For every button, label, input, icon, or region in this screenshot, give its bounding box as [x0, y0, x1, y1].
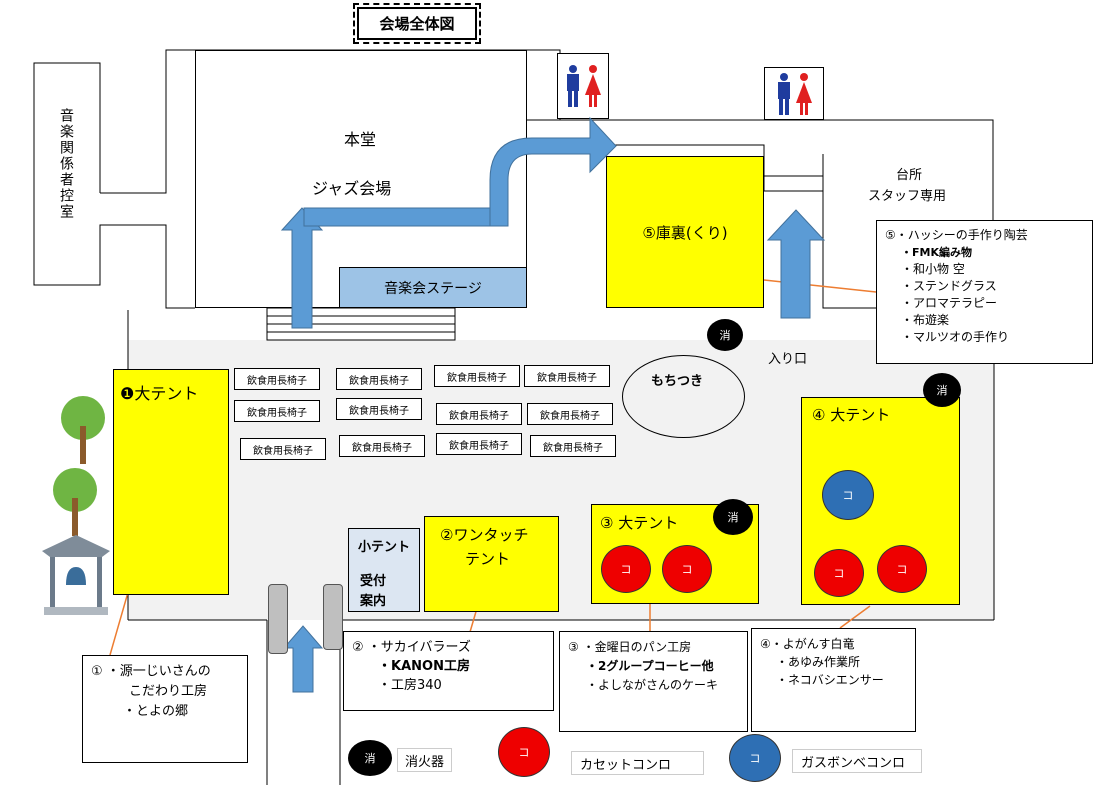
- legend-cassette-icon: コ: [498, 727, 550, 777]
- list-item: ・アロマテラピー: [901, 296, 998, 310]
- bench-chair: 飲食用長椅子: [524, 365, 610, 387]
- small-tent: [348, 528, 420, 612]
- mochi-label: もちつき: [651, 374, 704, 389]
- bench-chair: 飲食用長椅子: [336, 398, 422, 420]
- bench-chair: 飲食用長椅子: [234, 368, 320, 390]
- list-item: ・よしながさんのケーキ: [586, 678, 719, 692]
- restroom-icon: [764, 67, 824, 120]
- tree-icon: [53, 468, 97, 536]
- kitchen-label-1: 台所: [896, 168, 923, 183]
- tent-1-label: ❶大テント: [120, 384, 199, 403]
- kitchen-label-2: スタッフ専用: [868, 189, 947, 204]
- list-item: ・あゆみ作業所: [776, 655, 861, 669]
- small-tent-label-3: 案内: [360, 594, 387, 609]
- bench-chair: 飲食用長椅子: [240, 438, 326, 460]
- cassette-stove-icon: コ: [662, 545, 712, 593]
- restroom-icon: [557, 53, 609, 119]
- list-item: こだわり工房: [129, 684, 208, 699]
- cassette-stove-icon: コ: [601, 545, 651, 593]
- list-4: ④・よがんす白竜 ・あゆみ作業所 ・ネコバシエンサー: [751, 628, 916, 732]
- gas-stove-icon: コ: [822, 470, 874, 520]
- cassette-stove-icon: コ: [877, 545, 927, 593]
- legend-gas-icon: コ: [729, 734, 781, 782]
- list-item: ② ・サカイバラーズ: [352, 640, 471, 655]
- list-2: ② ・サカイバラーズ ・KANON工房 ・工房340: [343, 631, 554, 711]
- tent-1: [113, 369, 229, 595]
- list-item: ・FMK編み物: [901, 246, 972, 259]
- gate-post: [268, 584, 288, 654]
- cassette-stove-icon: コ: [814, 549, 864, 597]
- legend-gas-label: ガスボンベコンロ: [792, 749, 922, 773]
- main-hall: [195, 50, 527, 308]
- kuri-building: ⑤庫裏(くり): [606, 156, 764, 308]
- bench-chair: 飲食用長椅子: [436, 433, 522, 455]
- bench-chair: 飲食用長椅子: [436, 403, 522, 425]
- list-item: ③ ・金曜日のパン工房: [568, 640, 692, 654]
- list-item: ・ネコバシエンサー: [776, 673, 884, 687]
- legend-extinguisher-label: 消火器: [397, 748, 452, 772]
- list-item: ④・よがんす白竜: [760, 637, 855, 651]
- list-item: ・布遊楽: [901, 313, 950, 327]
- main-hall-label-1: 本堂: [344, 130, 377, 149]
- small-tent-label-1: 小テント: [358, 540, 411, 555]
- bench-chair: 飲食用長椅子: [339, 435, 425, 457]
- bench-chair: 飲食用長椅子: [234, 400, 320, 422]
- gate-post: [323, 584, 343, 650]
- list-item: ・和小物 空: [901, 262, 965, 276]
- mochi-area: [622, 355, 745, 438]
- tent-2-label-2: テント: [465, 550, 511, 568]
- small-tent-label-2: 受付: [360, 574, 387, 589]
- legend-cassette-label: カセットコンロ: [571, 751, 704, 775]
- bench-chair: 飲食用長椅子: [336, 368, 422, 390]
- title-frame: [353, 3, 481, 44]
- list-1: ① ・源一じいさんの こだわり工房 ・とよの郷: [82, 655, 248, 763]
- list-5: ⑤・ハッシーの手作り陶芸 ・FMK編み物 ・和小物 空 ・ステンドグラス ・アロ…: [876, 220, 1093, 364]
- list-item: ・とよの郷: [123, 704, 189, 719]
- list-item: ① ・源一じいさんの: [91, 664, 211, 679]
- music-stage: 音楽会ステージ: [339, 267, 527, 308]
- tent-4-label: ④ 大テント: [812, 406, 891, 424]
- list-3: ③ ・金曜日のパン工房 ・2グループコーヒー他 ・よしながさんのケーキ: [559, 631, 748, 732]
- fire-extinguisher-icon: 消: [713, 499, 753, 535]
- main-hall-label-2: ジャズ会場: [312, 179, 392, 198]
- bench-chair: 飲食用長椅子: [527, 403, 613, 425]
- tree-icon: [61, 396, 105, 464]
- bench-chair: 飲食用長椅子: [530, 435, 616, 457]
- list-item: ・KANON工房: [378, 659, 470, 674]
- fire-extinguisher-icon: 消: [707, 319, 743, 351]
- fire-extinguisher-icon: 消: [923, 373, 961, 407]
- tent-3-label: ③ 大テント: [600, 514, 679, 532]
- bench-chair: 飲食用長椅子: [434, 365, 520, 387]
- tent-2-label-1: ②ワンタッチ: [440, 526, 529, 544]
- entrance-label: 入り口: [768, 352, 808, 367]
- list-item: ・ステンドグラス: [901, 279, 997, 293]
- bell-tower-icon: [42, 535, 110, 615]
- music-room-label: 音楽関係者控室: [58, 108, 74, 220]
- list-item: ・2グループコーヒー他: [586, 659, 714, 673]
- list-item: ⑤・ハッシーの手作り陶芸: [885, 228, 1028, 242]
- list-item: ・工房340: [378, 678, 442, 693]
- list-item: ・マルツオの手作り: [901, 330, 1010, 344]
- page-title: 会場全体図: [357, 7, 477, 40]
- tent-2: [424, 516, 559, 612]
- legend-extinguisher-icon: 消: [348, 740, 392, 776]
